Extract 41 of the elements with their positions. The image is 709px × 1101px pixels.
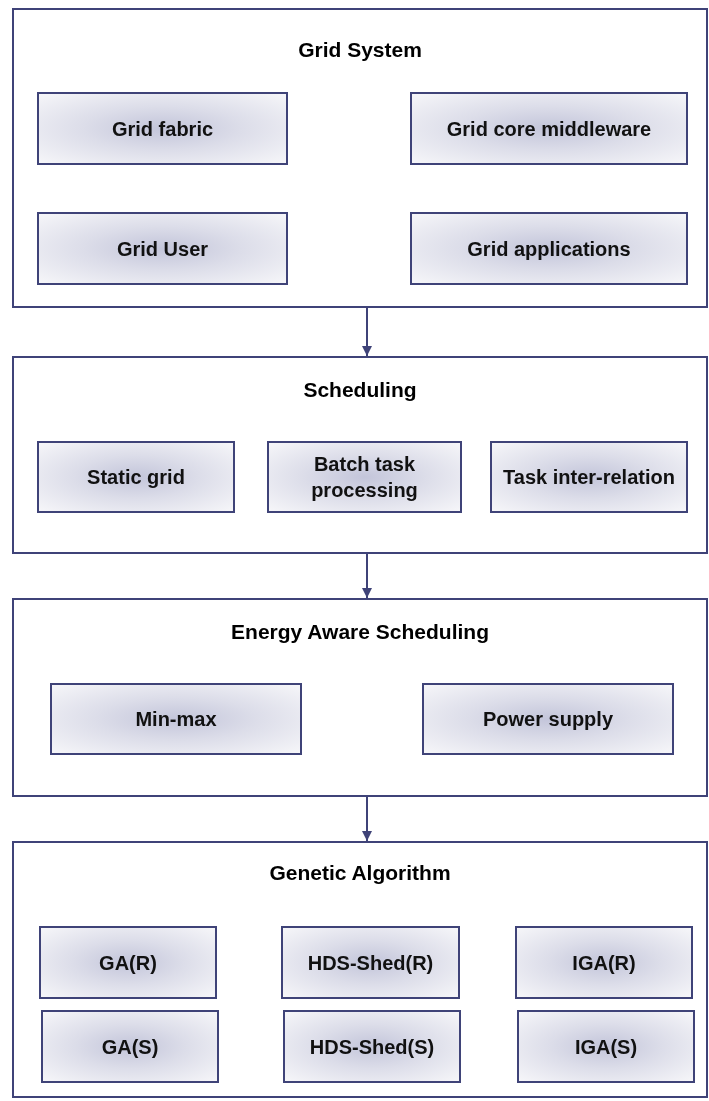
group-title: Genetic Algorithm [268, 861, 452, 885]
box-label: GA(R) [98, 950, 158, 976]
process-box [41, 1010, 219, 1083]
group-container [12, 841, 708, 1098]
process-box [267, 441, 462, 513]
group-container [12, 598, 708, 797]
group-title: Energy Aware Scheduling [230, 620, 490, 644]
process-box [410, 212, 688, 285]
arrow [362, 796, 372, 842]
process-box [39, 926, 217, 999]
process-box [490, 441, 688, 513]
process-box [37, 92, 288, 165]
arrow [362, 553, 372, 599]
arrow [362, 307, 372, 357]
box-label: Task inter-relation [502, 465, 676, 490]
box-label: HDS-Shed(S) [308, 1034, 436, 1060]
group-container [12, 8, 708, 308]
box-label: Grid core middleware [445, 116, 653, 142]
process-box [422, 683, 674, 755]
box-label: Power supply [482, 707, 614, 732]
group-title: Grid System [297, 38, 423, 62]
box-label: Grid fabric [110, 116, 215, 142]
box-label: IGA(R) [571, 950, 637, 976]
box-label: Batch task processing [310, 452, 419, 503]
box-label: IGA(S) [573, 1034, 639, 1060]
box-label: Min-max [134, 707, 218, 732]
box-label: HDS-Shed(R) [306, 950, 435, 976]
box-label: Grid User [115, 236, 210, 262]
process-box [283, 1010, 461, 1083]
process-box [50, 683, 302, 755]
process-box [517, 1010, 695, 1083]
box-label: Grid applications [466, 236, 632, 262]
process-box [37, 212, 288, 285]
process-box [515, 926, 693, 999]
box-label: Static grid [86, 465, 186, 490]
process-box [410, 92, 688, 165]
process-box [37, 441, 235, 513]
group-container [12, 356, 708, 554]
group-title: Scheduling [302, 378, 418, 402]
box-label: GA(S) [100, 1034, 160, 1060]
process-box [281, 926, 460, 999]
